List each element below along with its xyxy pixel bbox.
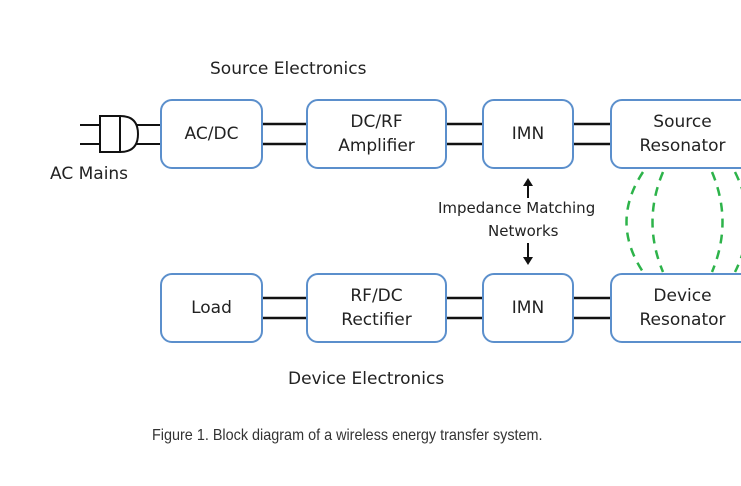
source-resonator-block: Source Resonator (610, 99, 741, 169)
block-label: Device (653, 286, 712, 306)
device-imn-block: IMN (482, 273, 574, 343)
block-label: AC/DC (184, 124, 239, 144)
ac-plug-icon (80, 115, 160, 153)
device-connectors (262, 296, 611, 320)
figure-caption: Figure 1. Block diagram of a wireless en… (152, 427, 543, 444)
block-label: IMN (511, 124, 545, 144)
imn-annotation-line2: Networks (488, 222, 559, 240)
imn-annotation-line1: Impedance Matching (438, 199, 596, 217)
block-label: Resonator (639, 136, 726, 156)
load-block: Load (160, 273, 263, 343)
rf-dc-rectifier-block: RF/DC Rectifier (306, 273, 447, 343)
arrow-down-icon (523, 243, 533, 265)
device-electronics-title: Device Electronics (288, 369, 445, 389)
source-connectors (262, 122, 611, 146)
dc-rf-amplifier-block: DC/RF Amplifier (306, 99, 447, 169)
magnetic-field-lines (625, 171, 741, 273)
arrow-up-icon (523, 178, 533, 198)
block-label: Resonator (639, 310, 726, 330)
source-imn-block: IMN (482, 99, 574, 169)
block-label: Amplifier (338, 136, 415, 156)
ac-dc-block: AC/DC (160, 99, 263, 169)
block-label: Load (191, 298, 232, 318)
source-electronics-title: Source Electronics (210, 59, 367, 79)
block-label: Rectifier (341, 310, 412, 330)
block-label: DC/RF (350, 112, 403, 132)
device-resonator-block: Device Resonator (610, 273, 741, 343)
block-label: Source (653, 112, 712, 132)
block-label: RF/DC (350, 286, 403, 306)
block-label: IMN (511, 298, 545, 318)
ac-mains-label: AC Mains (50, 164, 129, 184)
